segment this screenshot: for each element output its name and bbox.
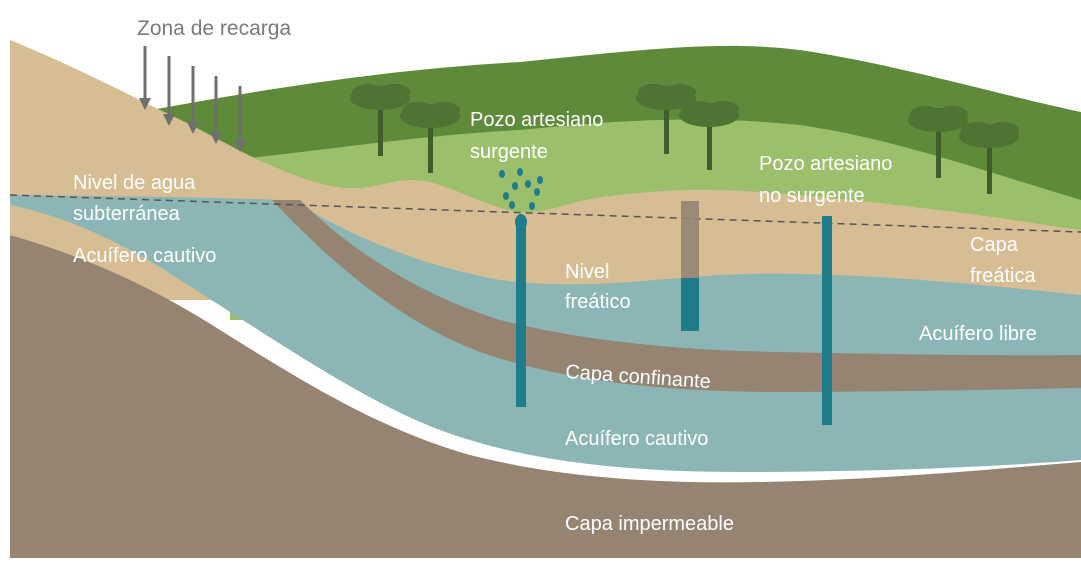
arrow-down-icon — [163, 56, 175, 126]
label-impermeable-layer: Capa impermeable — [565, 513, 734, 535]
water-spray-icon — [499, 168, 543, 210]
label-phreatic-layer-2: freática — [970, 265, 1036, 287]
impermeable-layer — [10, 235, 1081, 558]
label-flowing-well: Pozo artesiano — [470, 109, 603, 131]
tree-icon — [908, 106, 968, 178]
arrow-down-icon — [187, 66, 199, 134]
label-phreatic-layer: Capa — [970, 234, 1019, 256]
groundwater-level-line — [9, 194, 1081, 233]
tree-icon — [350, 84, 410, 156]
confining-layer-band — [272, 200, 1081, 392]
label-water-table: Nivel — [565, 261, 609, 283]
label-unconfined-aquifer: Acuífero libre — [919, 323, 1037, 345]
label-recharge-zone: Zona de recarga — [137, 17, 291, 40]
tree-icon — [400, 102, 460, 173]
recharge-arrows — [139, 46, 246, 152]
trees — [350, 84, 1019, 194]
water-table-well — [681, 201, 699, 331]
label-groundwater-level: Nivel de agua — [73, 172, 196, 194]
arrow-down-icon — [234, 86, 246, 152]
label-nonflowing-well-2: no surgente — [759, 185, 865, 207]
arrow-down-icon — [139, 46, 151, 110]
label-water-table-2: freático — [565, 291, 631, 313]
tree-icon — [679, 101, 739, 170]
nonflowing-artesian-well — [822, 216, 832, 425]
label-flowing-well-2: surgente — [470, 141, 548, 163]
label-groundwater-level-2: subterránea — [73, 203, 181, 225]
tree-icon — [636, 84, 696, 154]
flowing-artesian-well — [499, 168, 543, 407]
label-confined-aquifer-left: Acuífero cautivo — [73, 245, 216, 267]
tree-icon — [959, 122, 1019, 194]
label-nonflowing-well: Pozo artesiano — [759, 153, 892, 175]
label-confined-aquifer-bottom: Acuífero cautivo — [565, 428, 708, 450]
arrow-down-icon — [210, 76, 222, 144]
